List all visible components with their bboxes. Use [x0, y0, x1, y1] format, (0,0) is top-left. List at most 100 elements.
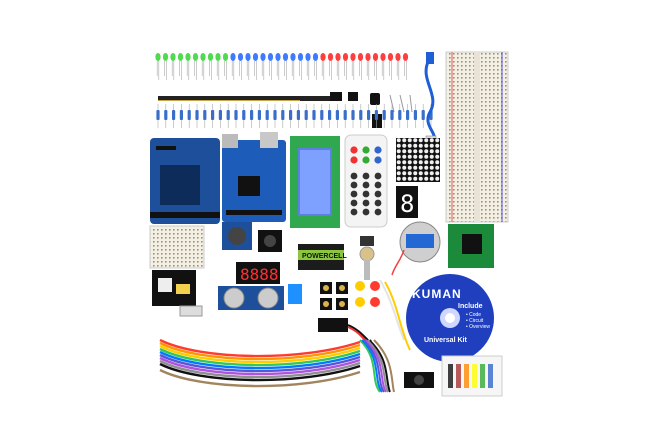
- led: [395, 53, 401, 80]
- cd-bottom-text: Universal Kit: [424, 337, 467, 344]
- led: [245, 53, 251, 80]
- jumper-wire: [159, 368, 361, 388]
- jumper-wire: [159, 356, 361, 376]
- remote-button: [374, 172, 382, 180]
- cd-include-item-3: • Overview: [466, 324, 490, 330]
- resistor: [164, 104, 168, 128]
- resistor: [156, 104, 160, 128]
- jumper-wires: [159, 338, 395, 393]
- jumper-wire: [361, 339, 383, 393]
- led: [185, 53, 191, 80]
- resistor: [265, 104, 269, 128]
- jumper-wire: [369, 339, 391, 393]
- remote-button: [374, 156, 382, 164]
- resistor: [250, 104, 254, 128]
- remote-button: [374, 208, 382, 216]
- resistor: [234, 104, 238, 128]
- led: [350, 53, 356, 80]
- jumper-wire: [359, 339, 381, 393]
- led: [200, 53, 206, 80]
- resistor: [273, 104, 277, 128]
- led: [162, 53, 169, 80]
- jumper-wire: [159, 362, 361, 382]
- led: [237, 53, 244, 80]
- remote-button: [362, 146, 370, 154]
- card-resistor: [456, 364, 461, 388]
- usb-cable: [424, 52, 437, 147]
- mini-breadboard: [149, 225, 205, 269]
- resistor: [335, 104, 339, 128]
- jumper-wire: [159, 341, 361, 361]
- led: [207, 53, 214, 80]
- led: [402, 53, 409, 80]
- resistor: [296, 104, 300, 128]
- resistor: [179, 104, 183, 128]
- resistor: [211, 104, 215, 128]
- led-row: [155, 53, 409, 80]
- svg-text:8: 8: [400, 190, 414, 218]
- remote-button: [362, 181, 370, 189]
- dht-sensor: [288, 284, 302, 304]
- resistor: [359, 104, 363, 128]
- jumper-wire: [365, 339, 387, 393]
- ir-receiver-module: [404, 372, 434, 388]
- remote-button: [350, 156, 358, 164]
- resistor: [328, 104, 332, 128]
- led-matrix: [396, 138, 440, 182]
- led: [335, 53, 341, 80]
- sensor-shield: [150, 138, 220, 224]
- card-resistor: [448, 364, 453, 388]
- jumper-wire: [363, 339, 385, 393]
- led: [177, 53, 184, 80]
- resistor: [257, 104, 261, 128]
- resistor: [351, 104, 355, 128]
- card-resistor: [488, 364, 493, 388]
- power-module: [152, 270, 203, 317]
- remote-button: [362, 208, 370, 216]
- led: [342, 53, 349, 80]
- resistor: [398, 104, 402, 128]
- led: [372, 53, 379, 80]
- resistor: [382, 104, 386, 128]
- led: [252, 53, 259, 80]
- resistor: [374, 104, 378, 128]
- led: [260, 53, 266, 80]
- led: [290, 53, 296, 80]
- card-resistor: [464, 364, 469, 388]
- jumper-wire: [159, 353, 361, 373]
- led: [170, 53, 176, 80]
- svg-text:POWERCELL: POWERCELL: [302, 253, 347, 260]
- cd-include-item-1: • Code: [466, 312, 482, 318]
- resistor: [187, 104, 191, 128]
- cd-include-title: Include: [458, 303, 483, 310]
- svg-text:8888: 8888: [240, 265, 279, 284]
- led: [320, 53, 326, 80]
- remote-button: [350, 208, 358, 216]
- led: [222, 53, 229, 80]
- resistor: [242, 104, 246, 128]
- remote-button: [350, 190, 358, 198]
- battery: POWERCELL: [298, 244, 347, 270]
- uno-board: [222, 132, 286, 222]
- resistor: [203, 104, 207, 128]
- led: [387, 53, 394, 80]
- jumper-wire: [159, 347, 361, 367]
- led: [267, 53, 274, 80]
- remote-button: [350, 172, 358, 180]
- led: [192, 53, 199, 80]
- led: [275, 53, 281, 80]
- resistor-card: [441, 355, 503, 397]
- resistor: [367, 104, 371, 128]
- led: [215, 53, 221, 80]
- resistor: [218, 104, 222, 128]
- led: [327, 53, 334, 80]
- remote-button: [374, 146, 382, 154]
- jumper-wire: [373, 339, 395, 393]
- led: [155, 53, 161, 80]
- led: [380, 53, 386, 80]
- jumper-wire: [371, 339, 393, 393]
- ir-remote: [344, 134, 388, 228]
- led: [365, 53, 371, 80]
